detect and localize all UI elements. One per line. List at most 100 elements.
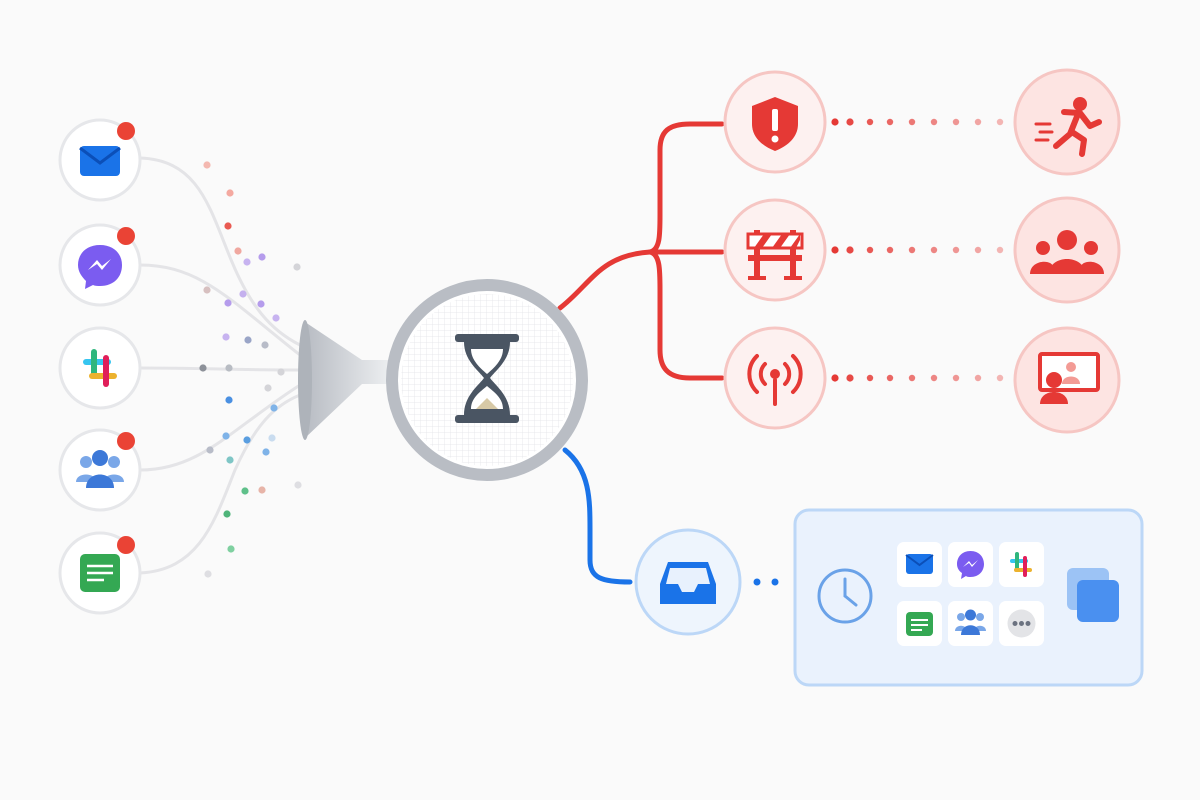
source-line-teams (138, 383, 302, 472)
connector-dot (886, 374, 894, 382)
email-app-icon (905, 554, 934, 574)
connector-dot (831, 246, 839, 254)
unread-badge (117, 536, 135, 554)
deferred-branch-line (562, 447, 633, 585)
outcome-group[interactable] (1013, 196, 1121, 304)
hourglass-icon (455, 334, 519, 423)
particle-dot (224, 299, 232, 307)
deferred-inbox[interactable] (634, 528, 742, 636)
digest-app-email (897, 542, 942, 587)
particle-dot (206, 446, 214, 454)
particle-dot (234, 247, 242, 255)
urgent-branch-lines (557, 121, 725, 381)
unread-badge (117, 122, 135, 140)
digest-app-more (999, 601, 1044, 646)
source-teams[interactable] (58, 428, 142, 512)
connector-dot (952, 118, 960, 126)
connector-dot (846, 374, 854, 382)
stacked-cards-icon (1067, 568, 1119, 622)
deferred-dotted-connector (753, 578, 779, 586)
connector-dot (908, 118, 916, 126)
connector-dot (996, 246, 1004, 254)
connector-dot (908, 246, 916, 254)
filter-hub[interactable] (386, 279, 588, 481)
connector-dot (908, 374, 916, 382)
connector-dot (866, 374, 874, 382)
trigger-broadcast[interactable] (723, 326, 827, 430)
connector-dot (866, 118, 874, 126)
particle-dot (277, 368, 285, 376)
particle-dot (244, 336, 252, 344)
particle-dot (293, 263, 301, 271)
particle-dot (227, 545, 235, 553)
roadblock-barrier-icon (746, 230, 804, 280)
slack-app-icon (83, 349, 117, 387)
connector-dot (974, 246, 982, 254)
source-email[interactable] (58, 118, 142, 202)
particle-dot (223, 510, 231, 518)
source-line-email (138, 156, 302, 347)
digest-panel[interactable] (793, 508, 1144, 687)
particle-dot (258, 253, 266, 261)
messenger-app-icon (957, 551, 984, 579)
particle-dot (225, 364, 233, 372)
particle-dot (243, 258, 251, 266)
connector-dot (974, 374, 982, 382)
particle-dot (258, 486, 266, 494)
particle-dot (199, 364, 207, 372)
particle-dot (239, 290, 247, 298)
digest-app-messenger (948, 542, 993, 587)
urgent-dotted-connectors (831, 118, 1004, 382)
unread-badge (117, 227, 135, 245)
connector-dot (930, 246, 938, 254)
particle-dot (226, 189, 234, 197)
outcome-presentation[interactable] (1013, 326, 1121, 434)
particle-dot (203, 286, 211, 294)
particle-dot (243, 436, 251, 444)
notification-particles (199, 161, 302, 578)
source-chat[interactable] (58, 531, 142, 615)
connector-dot (996, 118, 1004, 126)
outcome-running-person[interactable] (1013, 68, 1121, 176)
email-app-icon (79, 146, 121, 176)
source-slack[interactable] (58, 326, 142, 410)
connector-dot (952, 246, 960, 254)
particle-dot (241, 487, 249, 495)
connector-dot (930, 118, 938, 126)
particle-dot (257, 300, 265, 308)
security-alert-shield-icon (752, 97, 798, 151)
inbox-tray-icon (660, 562, 716, 604)
trigger-roadblock[interactable] (723, 198, 827, 302)
source-line-messenger (138, 263, 302, 357)
particle-dot (222, 333, 230, 341)
connector-dot (846, 246, 854, 254)
messenger-app-icon (78, 245, 122, 289)
particle-dot (268, 434, 276, 442)
funnel-icon (298, 320, 392, 440)
running-person-icon (1034, 97, 1102, 157)
particle-dot (270, 404, 278, 412)
clock-icon (817, 568, 873, 624)
particle-dot (226, 456, 234, 464)
particle-dot (224, 222, 232, 230)
source-connector-lines (138, 156, 302, 575)
connector-dot (846, 118, 854, 126)
source-messenger[interactable] (58, 223, 142, 307)
connector-dot (866, 246, 874, 254)
particle-dot (272, 314, 280, 322)
digest-app-slack (999, 542, 1044, 587)
particle-dot (203, 161, 211, 169)
particle-dot (225, 396, 233, 404)
connector-dot (831, 374, 839, 382)
unread-badge (117, 432, 135, 450)
particle-dot (264, 384, 272, 392)
connector-dot (974, 118, 982, 126)
connector-dot (996, 374, 1004, 382)
chat-app-icon (906, 612, 933, 636)
more-dots-icon (1007, 609, 1036, 638)
trigger-security-alert[interactable] (723, 70, 827, 174)
group-people-icon (1030, 230, 1104, 274)
particle-dot (261, 341, 269, 349)
